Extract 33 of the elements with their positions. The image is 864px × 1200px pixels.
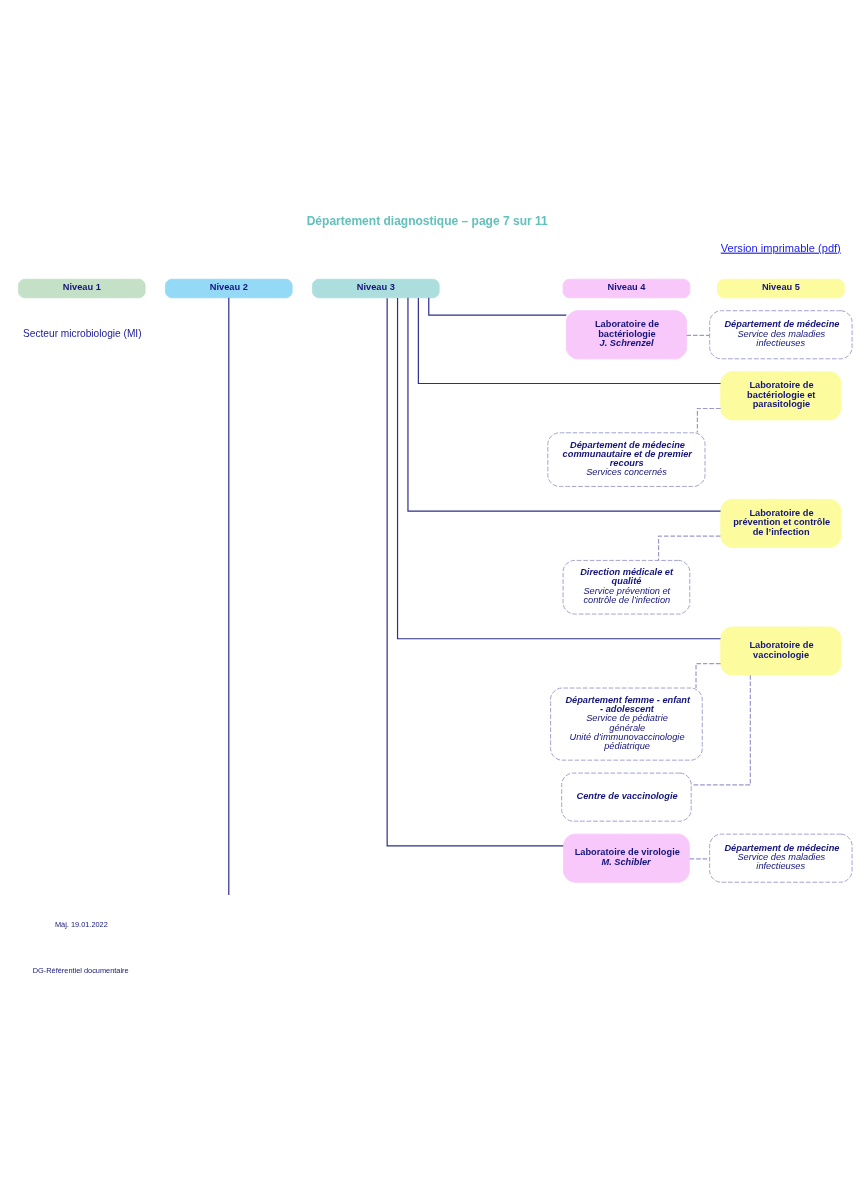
label: Version imprimable (pdf) bbox=[720, 241, 841, 254]
node-box: Niveau 4 bbox=[562, 278, 691, 298]
node-box: Département de médecine communautaire et de premier recours Services concernés bbox=[547, 431, 706, 487]
connector bbox=[386, 297, 564, 846]
connector bbox=[690, 674, 751, 785]
connector bbox=[657, 535, 722, 561]
node-box: Laboratoire de prévention et contrôle de l’infection bbox=[720, 498, 842, 548]
node-box: Niveau 5 bbox=[717, 278, 845, 298]
label: DG-Référentiel documentaire bbox=[32, 965, 129, 975]
node-box: Direction médicale et qualité Service prévention et contrôle de l’infection bbox=[562, 559, 691, 614]
connector bbox=[417, 296, 722, 384]
node-box: Département femme - enfant - adolescent Service de pédiatrie générale Unité d’immunovaccinologie pédiatrique bbox=[550, 687, 703, 761]
connector bbox=[396, 296, 722, 639]
connector bbox=[407, 296, 722, 512]
node-box: Département de médecine Service des maladies infectieuses bbox=[709, 833, 853, 883]
node-box: Département de médecine Service des maladies infectieuses bbox=[709, 309, 853, 359]
node-box: Centre de vaccinologie bbox=[561, 772, 692, 822]
connector bbox=[689, 857, 711, 859]
connector bbox=[428, 296, 567, 316]
node-box: Niveau 2 bbox=[165, 278, 293, 298]
connector bbox=[696, 407, 722, 433]
node-box: Niveau 3 bbox=[312, 278, 440, 298]
connector bbox=[695, 662, 722, 689]
label: Secteur microbiologie (MI) bbox=[23, 327, 142, 339]
node-box: Niveau 1 bbox=[17, 278, 146, 298]
connector bbox=[685, 334, 711, 336]
node-box: Laboratoire de bactériologie et parasitologie bbox=[720, 370, 842, 420]
node-box: Laboratoire de virologie M. Schibler bbox=[563, 833, 690, 883]
node-box: Laboratoire de bactériologie J. Schrenzel bbox=[565, 309, 687, 359]
node-box: Laboratoire de vaccinologie bbox=[720, 626, 842, 676]
diagram-title: Département diagnostique – page 7 sur 11 bbox=[306, 213, 548, 228]
connector bbox=[228, 296, 230, 896]
label: Màj. 19.01.2022 bbox=[54, 919, 108, 929]
